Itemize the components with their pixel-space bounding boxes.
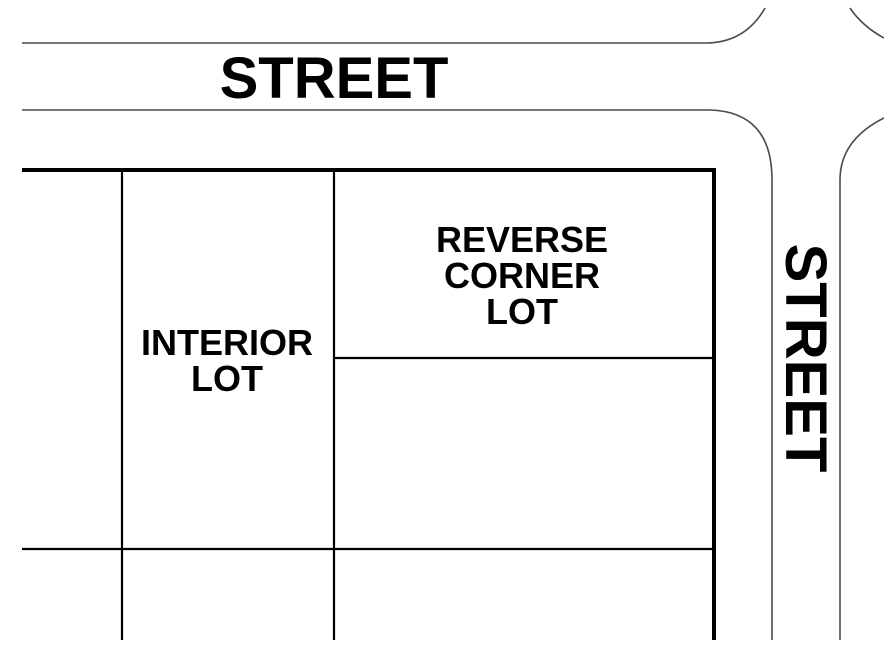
curb-lines [22, 7, 884, 640]
reverse-corner-lot-label: REVERSE CORNER LOT [436, 219, 608, 332]
reverse-corner-lot-label-line3: LOT [486, 291, 558, 332]
horizontal-street-label: STREET [220, 46, 449, 111]
vertical-street-label: STREET [773, 244, 838, 473]
interior-lot-label: INTERIOR LOT [141, 322, 313, 399]
block-outline [22, 168, 716, 640]
block-boundary [22, 168, 716, 640]
intersection-top-right-curb [849, 7, 884, 39]
interior-lot-label-line1: INTERIOR [141, 322, 313, 363]
horizontal-street-top-curb [22, 7, 766, 44]
reverse-corner-lot-label-line2: CORNER [444, 255, 600, 296]
lot-lines [22, 170, 714, 640]
interior-lot-label-line2: LOT [191, 358, 263, 399]
reverse-corner-lot-label-line1: REVERSE [436, 219, 608, 260]
vertical-street-right-curb [839, 117, 884, 640]
horizontal-street-bottom-curb [22, 109, 773, 640]
